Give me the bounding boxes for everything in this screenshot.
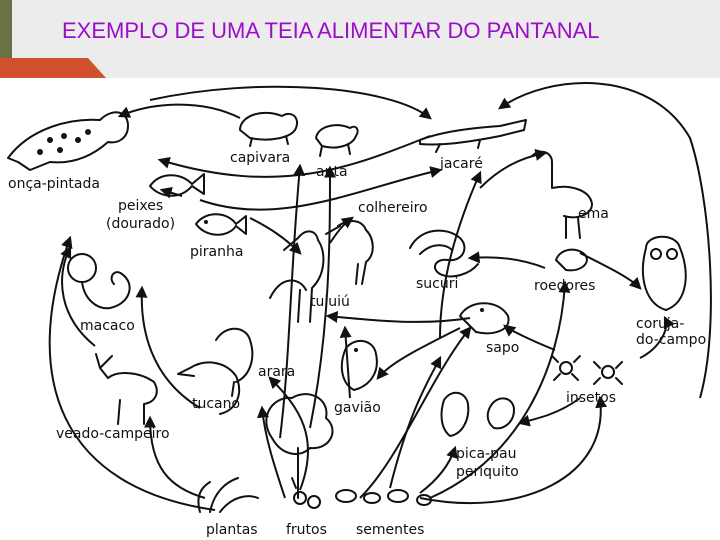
arrow-insetos-to-pica-pau (517, 397, 581, 427)
arrow-jacare-to-onca (157, 135, 431, 178)
woodpecker-drawing (440, 391, 515, 437)
header-accent-tab (0, 58, 106, 78)
label-coruja: coruja- (636, 316, 684, 332)
slide-title: EXEMPLO DE UMA TEIA ALIMENTAR DO PANTANA… (62, 18, 600, 43)
tapir-drawing (315, 124, 359, 157)
tree-drawing (265, 393, 334, 499)
capybara-drawing (239, 111, 298, 147)
hawk-drawing (340, 339, 378, 391)
arrow-plantas-to-veado (144, 415, 206, 499)
label-peixes-dourado: (dourado) (106, 216, 175, 232)
arrow-sucuri-up (439, 170, 482, 339)
food-web-labels: onça-pintada capivara anta jacaré peixes… (8, 150, 706, 538)
monkey-drawing (67, 253, 131, 310)
piranha-drawing (195, 213, 247, 236)
label-gaviao: gavião (334, 400, 381, 416)
arrow-veado-to-onca (60, 245, 96, 347)
arrow-frutos-to-roedores (359, 326, 472, 499)
arrow-peixes-to-jacare (199, 166, 443, 211)
label-coruja-do-campo: do-campo (636, 332, 706, 348)
jaguar-drawing (7, 111, 129, 171)
caiman-drawing (419, 119, 527, 153)
label-sapo: sapo (486, 340, 519, 356)
label-insetos: insetos (566, 390, 616, 406)
label-peixes: peixes (118, 198, 163, 214)
label-macaco: macaco (80, 318, 135, 334)
rodent-drawing (555, 248, 588, 272)
spoonbill-drawing (325, 220, 374, 285)
arrow-plantas-to-ema (479, 149, 548, 189)
plants-drawing (197, 477, 259, 513)
label-piranha: piranha (190, 244, 243, 260)
arrow-right-outer-loop (498, 82, 712, 399)
arrow-frutos-to-arara (268, 376, 309, 491)
label-periquito: periquito (456, 464, 519, 480)
label-ema: ema (578, 206, 609, 222)
rhea-drawing (531, 150, 593, 239)
arrow-frutos-to-tucano (256, 405, 286, 499)
macaw-drawing (215, 327, 254, 397)
arrow-frutos-to-macaco (135, 285, 201, 409)
label-jacare: jacaré (439, 156, 483, 172)
slide-header: EXEMPLO DE UMA TEIA ALIMENTAR DO PANTANA… (0, 0, 720, 78)
arrow-sapo-to-gaviao (376, 327, 461, 380)
label-tucano: tucano (192, 396, 240, 412)
label-tuiuiu: tuiuiú (310, 294, 350, 310)
arrow-peixes-to-tuiuiu (249, 217, 302, 255)
arrow-outer-left-loop (48, 235, 216, 511)
arrow-plantas-to-anta (309, 165, 336, 429)
label-onca-pintada: onça-pintada (8, 176, 100, 192)
deer-drawing (95, 353, 158, 425)
label-sementes: sementes (356, 522, 424, 538)
arrow-roedores-to-sucuri (467, 251, 546, 269)
label-capivara: capivara (230, 150, 290, 166)
seeds-drawing (335, 489, 432, 506)
label-roedores: roedores (534, 278, 595, 294)
jabiru-drawing (269, 230, 325, 323)
arrow-top-loop-to-jacare (149, 85, 432, 120)
arrow-plantas-to-insetos (419, 395, 608, 505)
arrow-sementes-to-insetos (389, 355, 442, 489)
anaconda-drawing (409, 229, 479, 278)
label-veado-campeiro: veado-campeiro (56, 426, 170, 442)
label-pica-pau: pica-pau (456, 446, 516, 462)
label-sucuri: sucuri (416, 276, 458, 292)
insects-drawing (551, 355, 623, 385)
arrow-peixes-to-colhereiro (329, 216, 354, 244)
toucan-drawing (177, 361, 241, 415)
label-frutos: frutos (286, 522, 327, 538)
food-web-diagram: onça-pintada capivara anta jacaré peixes… (7, 82, 712, 538)
arrow-capivara-to-onca (117, 103, 241, 119)
fish-drawing (149, 173, 205, 197)
label-anta: anta (316, 164, 348, 180)
food-web-arrows (48, 82, 712, 511)
arrow-sapo-to-tuiuiu (325, 310, 471, 323)
label-colhereiro: colhereiro (358, 200, 428, 216)
arrow-roedores-to-coruja (579, 252, 642, 290)
arrow-insetos-to-coruja (639, 315, 675, 359)
fruits-drawing (291, 477, 321, 509)
label-arara: arara (258, 364, 295, 380)
arrow-sementes-to-roedores (429, 280, 571, 499)
label-plantas: plantas (206, 522, 258, 538)
toad-drawing (459, 302, 510, 335)
owl-drawing (641, 235, 687, 311)
arrow-sementes-to-periquito (419, 445, 458, 494)
arrow-plantas-to-capivara (279, 163, 306, 439)
